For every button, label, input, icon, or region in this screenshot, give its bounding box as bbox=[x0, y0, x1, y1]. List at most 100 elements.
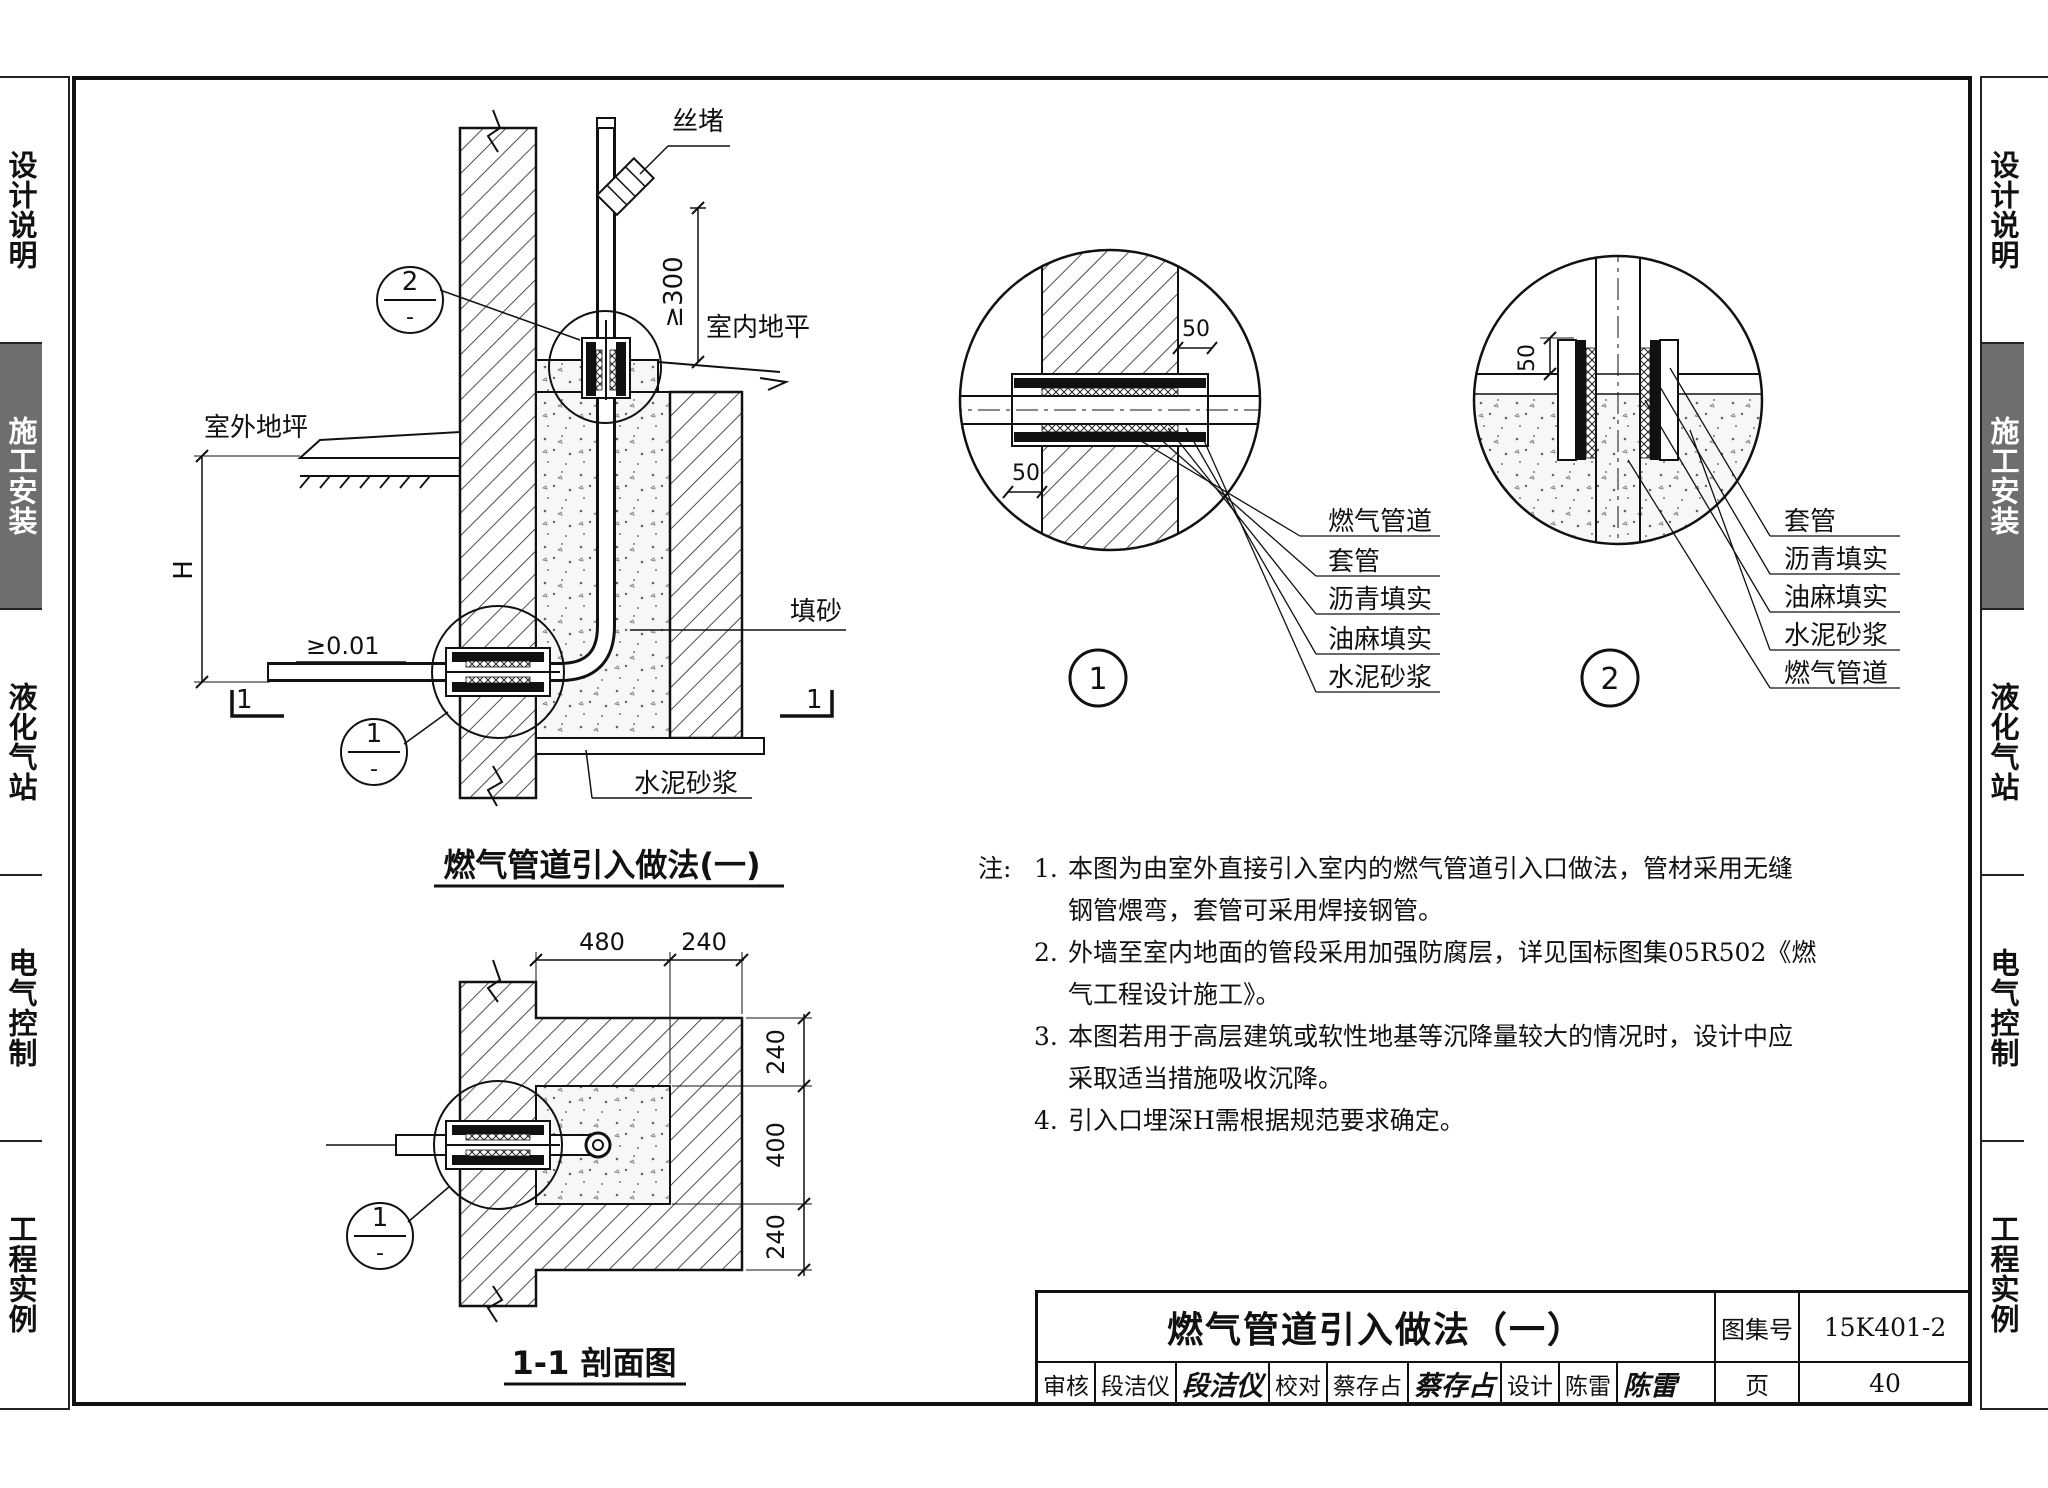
tab-lpg-station[interactable]: 液化气站 bbox=[1982, 610, 2024, 876]
detail-2-number-bubble bbox=[1580, 648, 1640, 708]
detail-2-label-sleeve: 套管 bbox=[1784, 507, 1836, 537]
note-1: 注: 1. 本图为由室外直接引入室内的燃气管道引入口做法，管材采用无缝 bbox=[978, 848, 1878, 890]
outdoor-ground-label: 室外地坪 bbox=[204, 413, 308, 443]
detail-2-label-mortar: 水泥砂浆 bbox=[1784, 621, 1888, 651]
sand-label: 填砂 bbox=[790, 597, 842, 627]
detail-1-number: 1 bbox=[1088, 662, 1107, 697]
detail-1-drawing: 50 50 燃气管道 套管 沥青填实 油麻填实 水泥砂浆 1 bbox=[958, 248, 1440, 708]
section-mark-right-label: 1 bbox=[806, 685, 823, 715]
slope-label: ≥0.01 bbox=[306, 632, 380, 660]
section-dim-240-upper: 240 bbox=[762, 1029, 790, 1075]
page-number: 40 bbox=[1800, 1363, 1972, 1406]
section-dim-240-lower: 240 bbox=[762, 1214, 790, 1260]
ground-hatch bbox=[299, 475, 431, 489]
gas-pipe bbox=[268, 120, 613, 679]
mortar-label: 水泥砂浆 bbox=[634, 769, 738, 799]
notes-block: 注: 1. 本图为由室外直接引入室内的燃气管道引入口做法，管材采用无缝 钢管煨弯… bbox=[978, 848, 1878, 1142]
note-text: 气工程设计施工》。 bbox=[1068, 980, 1281, 1009]
detail-1-label-asphalt: 沥青填实 bbox=[1328, 585, 1432, 615]
section-title: 1-1 剖面图 bbox=[512, 1344, 677, 1382]
title-block: 燃气管道引入做法（一） 图集号 15K401-2 审核 段洁仪 段洁仪 校对 蔡… bbox=[1035, 1290, 1972, 1406]
designer-name: 陈雷 bbox=[1560, 1363, 1618, 1404]
tab-lpg-station[interactable]: 液化气站 bbox=[0, 610, 42, 876]
detail-1-label-gas-pipe: 燃气管道 bbox=[1328, 507, 1432, 537]
detail-1-label-mortar: 水泥砂浆 bbox=[1328, 663, 1432, 693]
note-number: 3. bbox=[1034, 1022, 1058, 1051]
left-index-tabs: 设计说明 施工安装 液化气站 电气控制 工程实例 bbox=[0, 76, 70, 1410]
right-index-tabs: 设计说明 施工安装 液化气站 电气控制 工程实例 bbox=[1980, 76, 2048, 1410]
note-text: 外墙至室内地面的管段采用加强防腐层，详见国标图集05R502《燃 bbox=[1068, 938, 1817, 967]
tab-project-examples[interactable]: 工程实例 bbox=[1986, 1214, 2020, 1334]
detail-2-circle bbox=[1472, 254, 1764, 546]
detail-1-dim-top: 50 bbox=[1182, 317, 1210, 342]
detail-2-label-gas-pipe: 燃气管道 bbox=[1784, 659, 1888, 689]
indoor-floor-line bbox=[657, 361, 781, 373]
note-text: 采取适当措施吸收沉降。 bbox=[1068, 1064, 1344, 1093]
min-height-dim: ≥300 bbox=[659, 256, 689, 327]
tab-electrical-control[interactable]: 电气控制 bbox=[1982, 876, 2024, 1142]
outdoor-slope bbox=[297, 430, 461, 459]
review-label: 审核 bbox=[1038, 1363, 1096, 1404]
page-label: 页 bbox=[1716, 1363, 1800, 1406]
indoor-floor-label: 室内地平 bbox=[706, 313, 810, 343]
callout-2-number: 2 bbox=[402, 267, 419, 297]
section-detail-marker bbox=[433, 1080, 563, 1210]
callout-1-number: 1 bbox=[366, 719, 383, 749]
drawing-frame bbox=[72, 76, 1972, 1406]
note-number: 4. bbox=[1034, 1106, 1058, 1135]
section-break-top bbox=[486, 959, 502, 1003]
section-callout-number: 1 bbox=[372, 1203, 389, 1233]
tab-design-notes[interactable]: 设计说明 bbox=[1982, 78, 2024, 344]
depth-label: H bbox=[169, 560, 199, 580]
exterior-wall bbox=[458, 126, 538, 800]
section-break-bottom bbox=[486, 1285, 504, 1323]
note-number: 2. bbox=[1034, 938, 1058, 967]
floor-break-mark bbox=[759, 377, 790, 391]
callout-1-sub: - bbox=[370, 757, 378, 782]
detail-1-label-sleeve: 套管 bbox=[1328, 547, 1380, 577]
tab-electrical-control[interactable]: 电气控制 bbox=[0, 876, 42, 1142]
callout-1-leader bbox=[403, 711, 449, 745]
detail-1-marker-circle bbox=[431, 605, 565, 739]
note-3: 3. 本图若用于高层建筑或软性地基等沉降量较大的情况时，设计中应 bbox=[978, 1016, 1878, 1058]
designer-signature: 陈雷 bbox=[1623, 1371, 1677, 1402]
plug-label: 丝堵 bbox=[672, 107, 724, 137]
wall-break-mark-bottom bbox=[486, 765, 504, 807]
section-mark-left-label: 1 bbox=[236, 685, 253, 715]
reviewer-signature: 段洁仪 bbox=[1177, 1363, 1270, 1404]
signature-row: 审核 段洁仪 段洁仪 校对 蔡存占 蔡存占 设计 陈雷 陈雷 bbox=[1038, 1363, 1716, 1406]
check-label: 校对 bbox=[1270, 1363, 1328, 1404]
section-dim-400: 400 bbox=[762, 1122, 790, 1168]
tab-installation[interactable]: 施工安装 bbox=[0, 344, 42, 610]
callout-2-sub: - bbox=[406, 305, 414, 330]
tab-installation[interactable]: 施工安装 bbox=[1982, 344, 2024, 610]
note-number: 1. bbox=[1034, 854, 1058, 883]
title-block-title: 燃气管道引入做法（一） bbox=[1038, 1293, 1716, 1363]
notes-lead: 注: bbox=[978, 854, 1012, 883]
detail-2-number: 2 bbox=[1600, 662, 1619, 697]
detail-2-label-asphalt: 沥青填实 bbox=[1784, 545, 1888, 575]
note-4: 4. 引入口埋深H需根据规范要求确定。 bbox=[978, 1100, 1878, 1142]
note-2: 2. 外墙至室内地面的管段采用加强防腐层，详见国标图集05R502《燃 bbox=[978, 932, 1878, 974]
detail-2-label-oakum: 油麻填实 bbox=[1784, 583, 1888, 613]
tab-design-notes[interactable]: 设计说明 bbox=[0, 78, 42, 344]
section-mark-right bbox=[780, 690, 834, 718]
plug-fitting bbox=[595, 156, 656, 217]
wall-sleeve bbox=[445, 647, 560, 697]
pit-wall bbox=[668, 390, 744, 740]
checker-name: 蔡存占 bbox=[1328, 1363, 1409, 1404]
section-dim-480: 480 bbox=[579, 928, 625, 956]
floor-sleeve bbox=[581, 320, 631, 400]
callout-2-leader bbox=[439, 289, 581, 341]
tab-project-examples[interactable]: 工程实例 bbox=[4, 1214, 38, 1334]
section-mark-left bbox=[230, 690, 284, 718]
detail-2-dim: 50 bbox=[1515, 344, 1540, 372]
detail-2-drawing: 50 套管 沥青填实 油麻填实 水泥砂浆 燃气管道 2 bbox=[1472, 254, 1900, 708]
detail-2-marker-circle bbox=[548, 310, 662, 424]
checker-signature: 蔡存占 bbox=[1409, 1363, 1502, 1404]
detail-1-dim-bottom: 50 bbox=[1012, 461, 1040, 486]
wall-break-mark-top bbox=[486, 109, 502, 153]
section-callout-sub: - bbox=[376, 1241, 384, 1266]
design-label: 设计 bbox=[1502, 1363, 1560, 1404]
